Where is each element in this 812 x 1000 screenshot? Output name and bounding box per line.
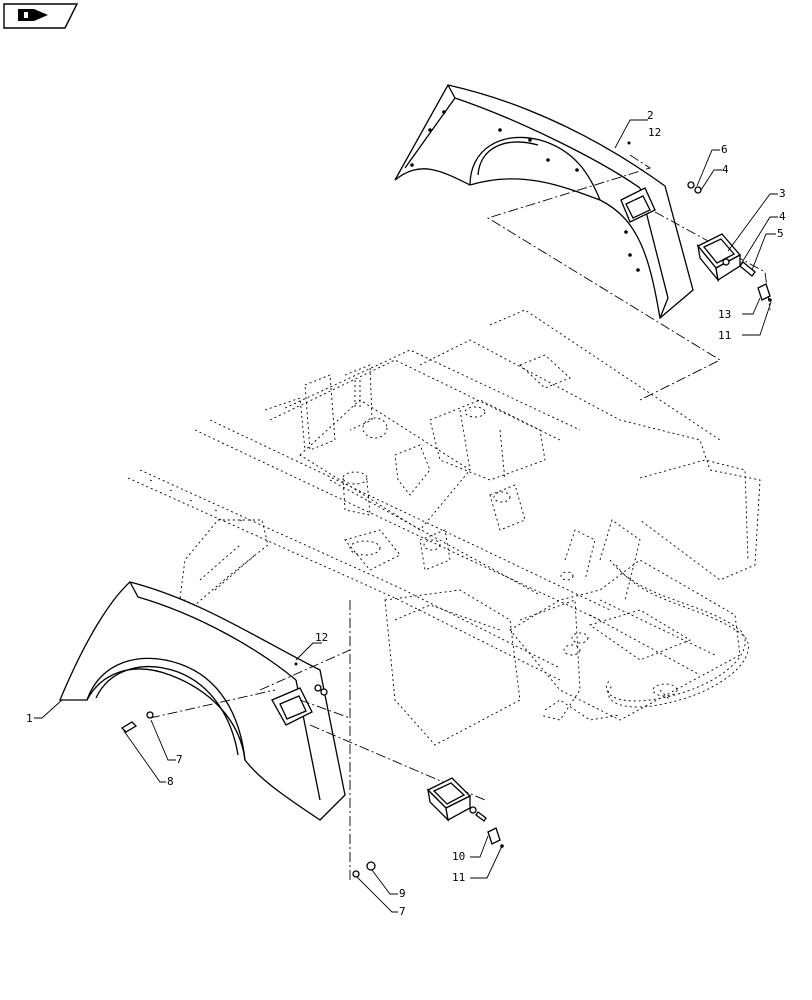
washer xyxy=(722,258,730,266)
callout-4: 4 xyxy=(722,163,729,176)
callout-9: 9 xyxy=(399,887,406,900)
callout-4: 4 xyxy=(779,210,786,223)
right-fender-assembly xyxy=(394,84,694,320)
callout-12: 12 xyxy=(315,631,328,644)
callout-10: 10 xyxy=(452,850,465,863)
callout-13: 13 xyxy=(718,308,731,321)
leader-lines xyxy=(34,119,778,913)
callout-3: 3 xyxy=(779,187,786,200)
washer xyxy=(352,870,360,878)
left-fender-assembly xyxy=(59,581,346,821)
callout-11: 11 xyxy=(718,329,731,342)
callout-7: 7 xyxy=(176,753,183,766)
callout-1: 1 xyxy=(26,712,33,725)
nut xyxy=(694,186,702,194)
callout-5: 5 xyxy=(777,227,784,240)
tail-lamp-housing xyxy=(696,233,742,283)
bolt xyxy=(120,721,138,733)
tail-lamp-housing xyxy=(426,777,472,822)
callout-2: 2 xyxy=(647,109,654,122)
alignment-line xyxy=(299,699,351,719)
rivet xyxy=(627,141,631,145)
washer xyxy=(314,684,322,692)
callout-12: 12 xyxy=(648,126,661,139)
chassis-frame xyxy=(127,309,761,746)
alignment-line xyxy=(486,154,721,401)
clip xyxy=(487,827,501,845)
nut xyxy=(320,688,328,696)
callout-7: 7 xyxy=(399,905,406,918)
next-page-arrow-icon[interactable] xyxy=(3,3,79,29)
bolt xyxy=(739,261,756,277)
alignment-line xyxy=(259,649,351,691)
alignment-line xyxy=(149,689,276,719)
callout-11: 11 xyxy=(452,871,465,884)
rivet xyxy=(294,662,298,666)
callout-6: 6 xyxy=(721,143,728,156)
bolt xyxy=(475,811,487,822)
rivet xyxy=(768,298,772,302)
washer xyxy=(687,181,695,189)
nut xyxy=(366,861,376,871)
clip xyxy=(757,283,771,301)
washer xyxy=(146,711,154,719)
callout-8: 8 xyxy=(167,775,174,788)
washer xyxy=(469,806,477,814)
